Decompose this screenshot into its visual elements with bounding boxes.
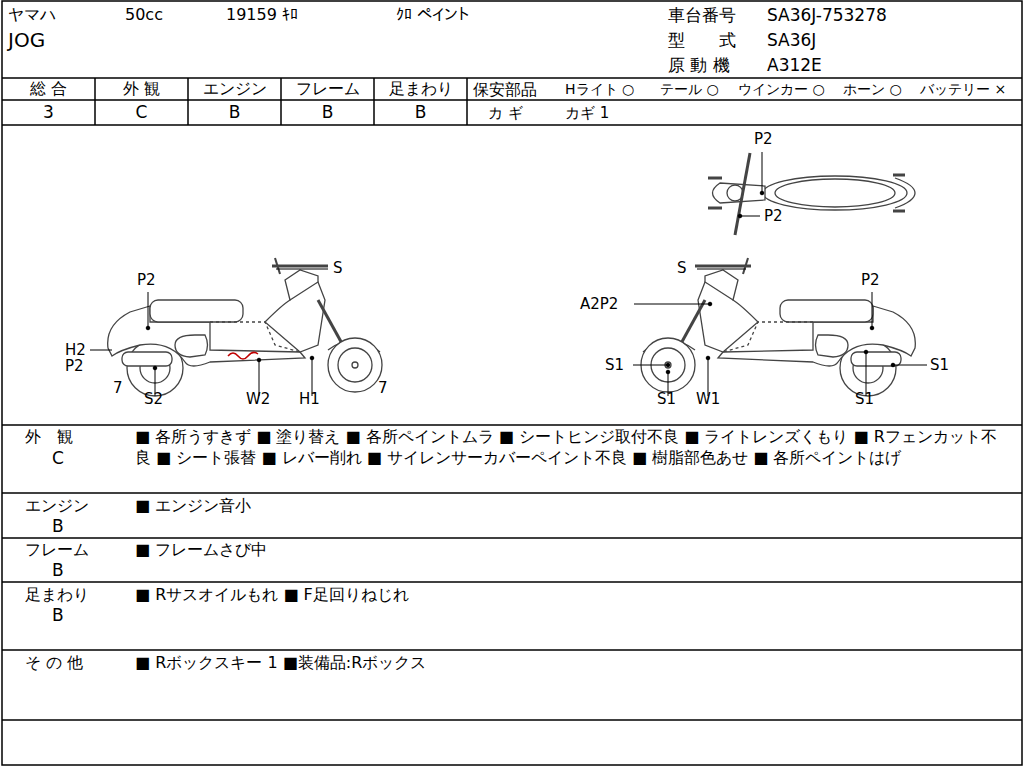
callout-code: W1 bbox=[696, 390, 720, 409]
remarks: ■ フレームさび中 bbox=[135, 540, 267, 560]
callout-code: A2P2 bbox=[580, 295, 618, 314]
scooter-left-view bbox=[108, 258, 382, 396]
field-label: 型 式 bbox=[668, 30, 736, 51]
leader-lines bbox=[90, 152, 927, 396]
key-label: カ ギ bbox=[488, 104, 523, 123]
remarks: ■ 各所うすきず ■ 塗り替え ■ 各所ペイントムラ ■ シートヒンジ取付不良 … bbox=[135, 426, 1010, 468]
model-name: JOG bbox=[8, 28, 45, 53]
grade-value: 3 bbox=[2, 102, 95, 123]
remarks: ■ Rボックスキー 1 ■装備品:Rボックス bbox=[135, 653, 426, 673]
grade-value: B bbox=[52, 605, 64, 626]
callout-code: P2 bbox=[861, 271, 880, 290]
grade-heading: 外 観 bbox=[95, 79, 188, 99]
grade-value: B bbox=[52, 516, 64, 537]
callout-code: P2 bbox=[65, 357, 84, 376]
section-heading: フレーム bbox=[25, 540, 89, 560]
frame-number: SA36J-753278 bbox=[767, 5, 887, 26]
color: ｸﾛ ペイント bbox=[396, 5, 469, 25]
remarks: ■ Rサスオイルもれ ■ F足回りねじれ bbox=[135, 585, 409, 605]
grade-value: B bbox=[52, 560, 64, 581]
scooter-right-view bbox=[641, 258, 915, 396]
callout-code: S bbox=[677, 259, 687, 278]
callout-code: W2 bbox=[246, 390, 270, 409]
callout-code: H2 bbox=[65, 341, 86, 360]
callout-number: 7 bbox=[113, 379, 123, 398]
model-code: SA36J bbox=[767, 30, 816, 51]
field-label: 原 動 機 bbox=[668, 55, 730, 76]
callout-code: S2 bbox=[144, 390, 163, 409]
callout-code: P2 bbox=[137, 271, 156, 290]
safety-heading: 保安部品 bbox=[473, 80, 537, 100]
section-heading: エンジン bbox=[25, 496, 89, 516]
remarks: ■ エンジン音小 bbox=[135, 496, 251, 516]
scooter-top-view bbox=[708, 153, 915, 235]
section-heading: そ の 他 bbox=[25, 653, 83, 673]
callout-code: P2 bbox=[754, 130, 773, 149]
callout-code: S bbox=[333, 259, 343, 278]
grade-heading: エンジン bbox=[188, 79, 281, 99]
callout-code: P2 bbox=[764, 207, 783, 226]
section-heading: 足まわり bbox=[25, 585, 89, 605]
callout-code: S1 bbox=[605, 356, 624, 375]
mileage: 19159 ｷﾛ bbox=[226, 5, 298, 25]
key-count: カギ 1 bbox=[565, 104, 609, 123]
safety-item: Hライト ○ bbox=[565, 81, 634, 99]
callout-code: H1 bbox=[299, 390, 320, 409]
grade-heading: 総 合 bbox=[2, 79, 95, 99]
maker: ヤマハ bbox=[8, 5, 56, 25]
callout-number: 7 bbox=[378, 379, 388, 398]
grade-heading: フレーム bbox=[281, 79, 374, 99]
grade-value: B bbox=[281, 102, 374, 123]
safety-item: ホーン ○ bbox=[843, 81, 902, 99]
grade-value: C bbox=[52, 448, 64, 469]
grade-value: C bbox=[95, 102, 188, 123]
section-heading: 外 観 bbox=[25, 427, 73, 447]
callout-code: S1 bbox=[657, 390, 676, 409]
safety-item: ウインカー ○ bbox=[738, 81, 825, 99]
grade-value: B bbox=[188, 102, 281, 123]
grade-value: B bbox=[374, 102, 467, 123]
displacement: 50cc bbox=[125, 5, 163, 25]
callout-code: S1 bbox=[855, 390, 874, 409]
grade-heading: 足まわり bbox=[374, 79, 467, 99]
safety-item: バッテリー × bbox=[920, 81, 1006, 99]
field-label: 車台番号 bbox=[668, 5, 736, 26]
safety-item: テール ○ bbox=[660, 81, 719, 99]
engine-code: A312E bbox=[767, 55, 822, 76]
callout-code: S1 bbox=[930, 356, 949, 375]
damage-mark bbox=[228, 352, 258, 359]
